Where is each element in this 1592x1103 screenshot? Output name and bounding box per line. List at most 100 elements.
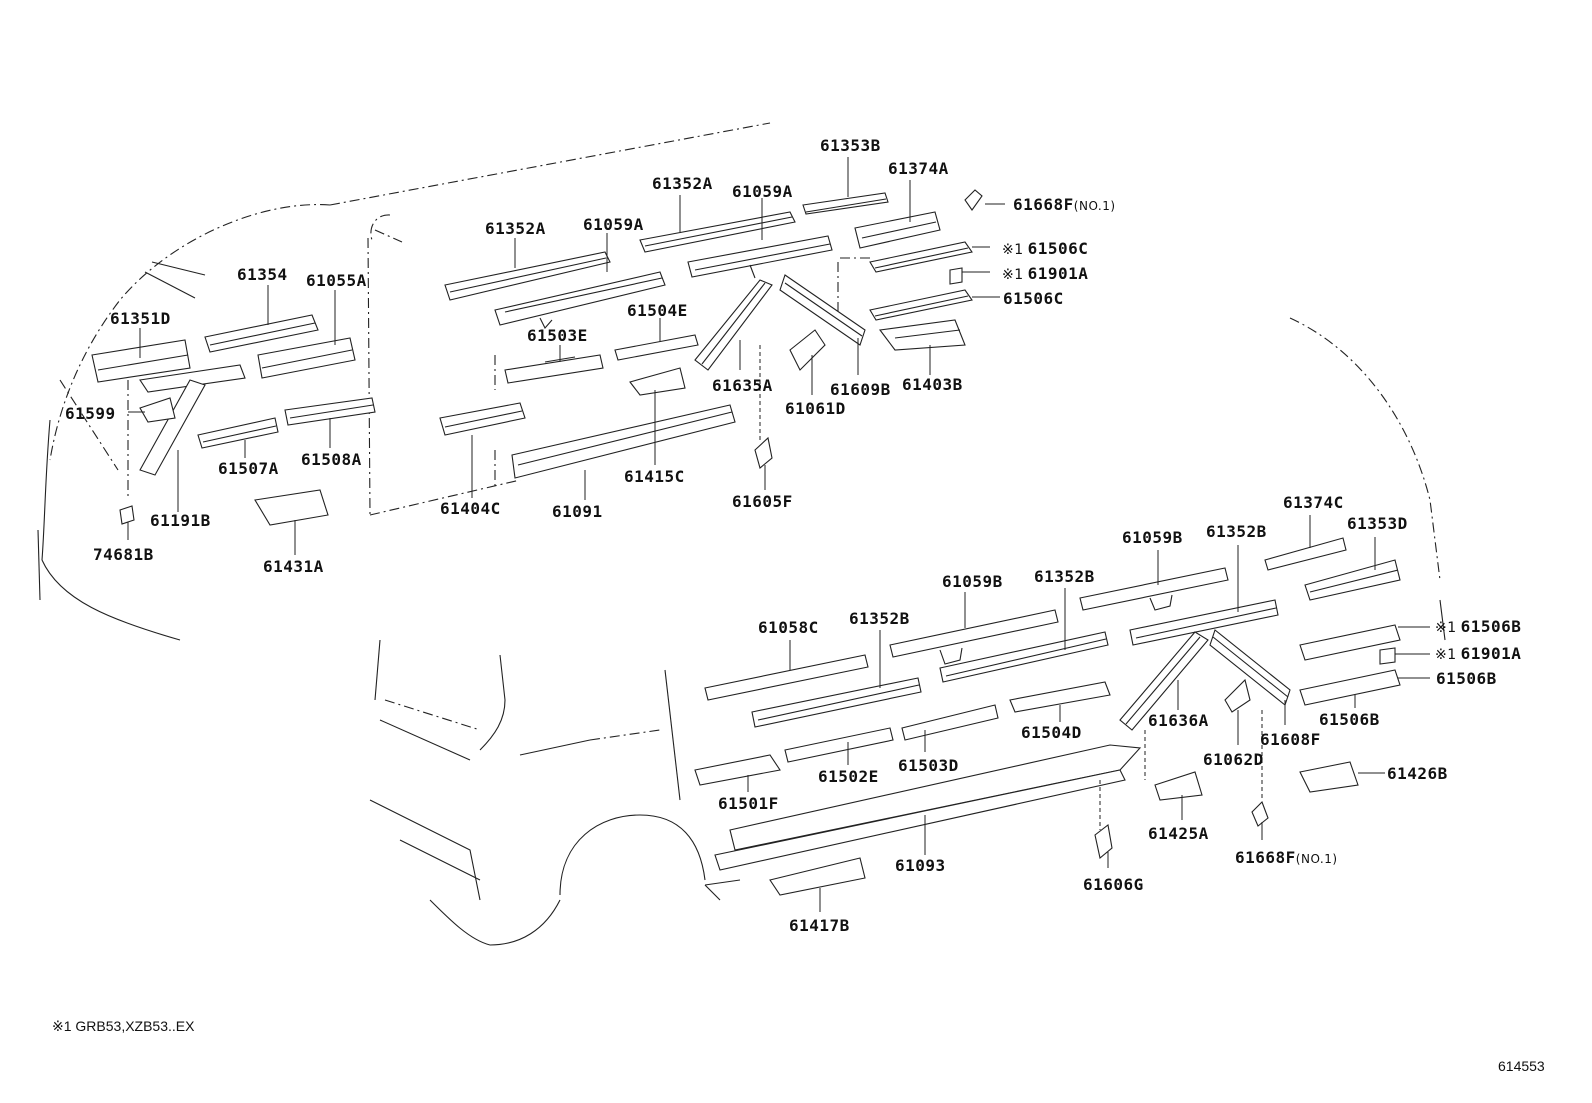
part-61507A bbox=[197, 417, 279, 449]
label-61055A[interactable]: 61055A bbox=[306, 271, 367, 290]
label-61425A[interactable]: 61425A bbox=[1148, 824, 1209, 843]
label-61058C[interactable]: 61058C bbox=[758, 618, 819, 637]
label-61374C[interactable]: 61374C bbox=[1283, 493, 1344, 512]
label-61503E[interactable]: 61503E bbox=[527, 326, 588, 345]
label-61608F[interactable]: 61608F bbox=[1260, 730, 1321, 749]
vehicle-outline bbox=[37, 122, 1446, 946]
part-61351D bbox=[91, 339, 191, 383]
part-61426B bbox=[1299, 761, 1359, 793]
label-61351D[interactable]: 61351D bbox=[110, 309, 171, 328]
label-61353B[interactable]: 61353B bbox=[820, 136, 881, 155]
part-61425A bbox=[1154, 771, 1203, 801]
label-61636A[interactable]: 61636A bbox=[1148, 711, 1209, 730]
part-61506B-1 bbox=[1299, 624, 1401, 661]
rail-61059B-r bbox=[1079, 567, 1229, 611]
diagram-code: 614553 bbox=[1498, 1058, 1545, 1074]
label-61352B-l[interactable]: 61352B bbox=[849, 609, 910, 628]
part-61503D bbox=[901, 704, 999, 741]
part-61354 bbox=[204, 314, 319, 353]
part-61599 bbox=[139, 397, 176, 423]
label-61353D[interactable]: 61353D bbox=[1347, 514, 1408, 533]
part-61504E bbox=[614, 334, 699, 361]
part-61506B-2 bbox=[1299, 669, 1401, 706]
label-61059A-mid[interactable]: 61059A bbox=[732, 182, 793, 201]
rail-61058C bbox=[704, 654, 869, 701]
label-61059B-r[interactable]: 61059B bbox=[1122, 528, 1183, 547]
label-61059B-m[interactable]: 61059B bbox=[942, 572, 1003, 591]
part-61062D bbox=[1224, 678, 1251, 713]
label-61352B-r[interactable]: 61352B bbox=[1206, 522, 1267, 541]
label-61599[interactable]: 61599 bbox=[65, 404, 116, 423]
label-61191B[interactable]: 61191B bbox=[150, 511, 211, 530]
part-61502E bbox=[784, 727, 894, 763]
label-61093[interactable]: 61093 bbox=[895, 856, 946, 875]
label-61506B-2[interactable]: 61506B bbox=[1436, 669, 1497, 688]
label-61501F[interactable]: 61501F bbox=[718, 794, 779, 813]
rail-61352A-left bbox=[444, 251, 611, 301]
rail-61352B-m bbox=[939, 631, 1109, 683]
label-61426B[interactable]: 61426B bbox=[1387, 764, 1448, 783]
rail-61059B-m bbox=[889, 609, 1059, 658]
label-61506B-3[interactable]: 61506B bbox=[1319, 710, 1380, 729]
label-61504E[interactable]: 61504E bbox=[627, 301, 688, 320]
rocker-61091 bbox=[511, 404, 736, 479]
part-61417B bbox=[769, 857, 866, 896]
label-61668F-bot[interactable]: 61668F(NO.1) bbox=[1235, 848, 1338, 867]
label-61061D[interactable]: 61061D bbox=[785, 399, 846, 418]
label-61352A-left[interactable]: 61352A bbox=[485, 219, 546, 238]
part-61668F-top bbox=[964, 189, 983, 211]
label-61354[interactable]: 61354 bbox=[237, 265, 288, 284]
part-61191B-top bbox=[139, 364, 246, 393]
part-61431A bbox=[254, 489, 329, 526]
label-61091[interactable]: 61091 bbox=[552, 502, 603, 521]
rail-61059A-mid bbox=[687, 235, 833, 278]
label-61508A[interactable]: 61508A bbox=[301, 450, 362, 469]
part-61901A-top bbox=[949, 267, 963, 285]
label-61059A-left[interactable]: 61059A bbox=[583, 215, 644, 234]
part-61901A-bot bbox=[1379, 647, 1396, 665]
label-61062D[interactable]: 61062D bbox=[1203, 750, 1264, 769]
footnote: ※1 GRB53,XZB53..EX bbox=[52, 1018, 195, 1034]
part-61055A bbox=[257, 337, 356, 379]
label-61404C[interactable]: 61404C bbox=[440, 499, 501, 518]
label-61506C-2[interactable]: 61506C bbox=[1003, 289, 1064, 308]
label-61606G[interactable]: 61606G bbox=[1083, 875, 1144, 894]
part-74681B bbox=[119, 505, 135, 525]
label-61431A[interactable]: 61431A bbox=[263, 557, 324, 576]
label-61352B-m[interactable]: 61352B bbox=[1034, 567, 1095, 586]
label-61668F-top[interactable]: 61668F(NO.1) bbox=[1013, 195, 1116, 214]
rocker-61093-lower bbox=[714, 769, 1126, 871]
part-61061D bbox=[789, 329, 826, 371]
label-61417B[interactable]: 61417B bbox=[789, 916, 850, 935]
label-61507A[interactable]: 61507A bbox=[218, 459, 279, 478]
label-61403B[interactable]: 61403B bbox=[902, 375, 963, 394]
label-74681B[interactable]: 74681B bbox=[93, 545, 154, 564]
part-61504D bbox=[1009, 681, 1111, 713]
label-61415C[interactable]: 61415C bbox=[624, 467, 685, 486]
pillar-61635A bbox=[694, 279, 773, 371]
label-61374A[interactable]: 61374A bbox=[888, 159, 949, 178]
part-61415C bbox=[629, 367, 686, 396]
part-61191B bbox=[139, 379, 206, 476]
label-61605F[interactable]: 61605F bbox=[732, 492, 793, 511]
leader-lines bbox=[127, 157, 1430, 912]
part-61374C bbox=[1264, 537, 1347, 571]
part-61506C-1 bbox=[869, 241, 973, 273]
label-61503D[interactable]: 61503D bbox=[898, 756, 959, 775]
label-61502E[interactable]: 61502E bbox=[818, 767, 879, 786]
part-61668F-bot bbox=[1251, 801, 1269, 827]
rail-61059A-left bbox=[494, 271, 666, 326]
label-61504D[interactable]: 61504D bbox=[1021, 723, 1082, 742]
label-61609B[interactable]: 61609B bbox=[830, 380, 891, 399]
rocker-61093 bbox=[729, 744, 1142, 851]
part-61506C-2 bbox=[869, 289, 973, 321]
label-61352A-mid[interactable]: 61352A bbox=[652, 174, 713, 193]
part-61353D bbox=[1304, 559, 1401, 601]
label-61635A[interactable]: 61635A bbox=[712, 376, 773, 395]
